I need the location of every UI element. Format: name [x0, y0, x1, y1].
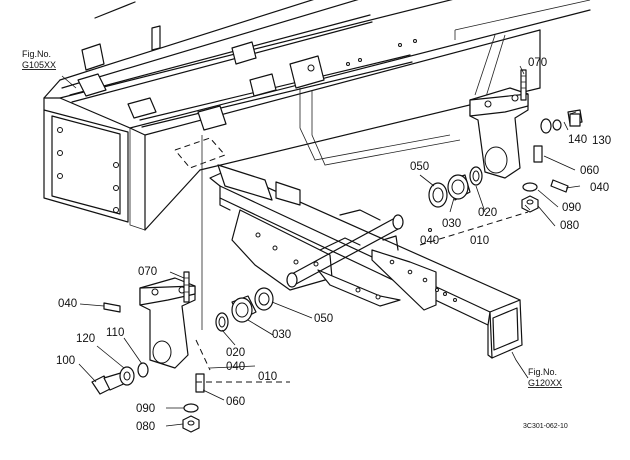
part-label-110: 110	[106, 327, 124, 339]
part-label-060: 060	[580, 165, 599, 177]
part-label-090: 090	[136, 403, 155, 415]
part-label-020: 020	[226, 347, 245, 359]
fig-ref-line2: G105XX	[22, 60, 56, 70]
figure-reference-g120: Fig.No. G120XX	[528, 367, 562, 388]
part-label-030: 030	[272, 329, 291, 341]
part-label-130: 130	[592, 135, 611, 147]
part-label-140: 140	[568, 134, 587, 146]
fig-ref-line1: Fig.No.	[528, 367, 557, 377]
part-label-070: 070	[138, 266, 157, 278]
right-assembly-labels: 070 130 140 060 040 090 080 050 030 020 …	[410, 57, 611, 247]
left-bracket-assembly	[91, 271, 274, 433]
hitch-beam	[209, 164, 523, 359]
right-bracket-assembly	[419, 69, 583, 246]
fig-ref-line1: Fig.No.	[22, 49, 51, 59]
part-label-040b: 040	[226, 361, 245, 373]
leader-lines	[61, 65, 581, 427]
part-label-010: 010	[258, 371, 277, 383]
part-label-120: 120	[76, 333, 95, 345]
part-label-100: 100	[56, 355, 75, 367]
connector-lines	[299, 88, 451, 161]
part-label-090: 090	[562, 202, 581, 214]
part-label-040: 040	[58, 298, 77, 310]
part-label-050: 050	[314, 313, 333, 325]
part-label-050: 050	[410, 161, 429, 173]
part-label-040: 040	[590, 182, 609, 194]
part-label-010: 010	[470, 235, 489, 247]
fig-ref-line2: G120XX	[528, 378, 562, 388]
part-label-070: 070	[528, 57, 547, 69]
part-label-080: 080	[136, 421, 155, 433]
part-label-060: 060	[226, 396, 245, 408]
upper-frame	[43, 0, 591, 231]
part-label-080: 080	[560, 220, 579, 232]
part-label-040b: 040	[420, 235, 439, 247]
part-label-020: 020	[478, 207, 497, 219]
drawing-code: 3C301-062-10	[523, 423, 568, 430]
part-label-030: 030	[442, 218, 461, 230]
left-assembly-labels: 070 040 120 110 100 020 030 050 040 010 …	[56, 266, 333, 433]
figure-reference-g105: Fig.No. G105XX	[22, 49, 56, 70]
